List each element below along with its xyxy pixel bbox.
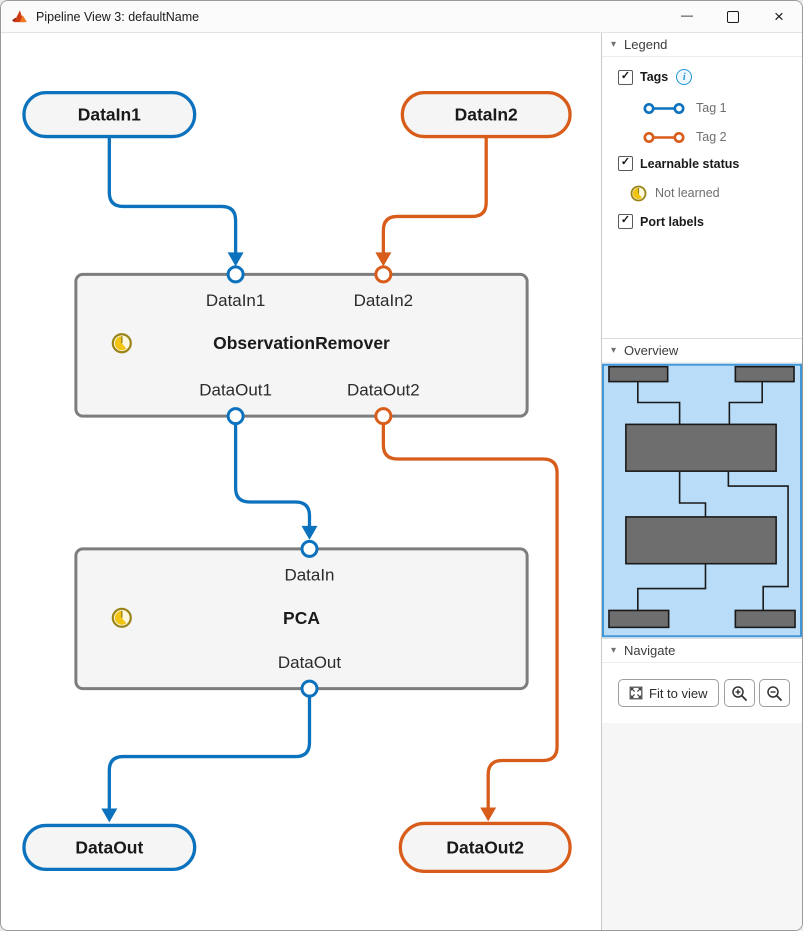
minimize-icon: — [681,7,693,22]
node-dataout2[interactable] [398,821,572,873]
minimize-button[interactable]: — [664,2,710,32]
port-label-datain: DataIn [284,565,334,584]
block-title: ObservationRemover [213,333,390,353]
minimap-node [608,609,670,629]
edge-datain2-to-remover[interactable] [381,134,488,257]
minimap-node [734,609,796,629]
overview-title: Overview [624,343,679,358]
node-datain1[interactable] [22,91,197,139]
navigate-section-header[interactable]: ▾ Navigate [602,638,802,663]
check-icon: ✓ [620,156,631,168]
port-label-dataout1: DataOut1 [199,381,272,400]
chevron-down-icon: ▾ [611,345,617,356]
window-title: Pipeline View 3: defaultName [36,9,200,24]
maximize-icon [727,10,739,23]
sidebar: ▾ Legend ✓ Tags i [601,33,802,930]
node-datain2[interactable] [400,91,572,139]
close-button[interactable]: × [756,2,802,32]
not-learned-clock-icon [111,333,132,354]
overview-minimap[interactable] [602,363,802,638]
check-icon: ✓ [620,69,631,82]
port-label-dataout2: DataOut2 [347,381,420,400]
arrowhead-icon [375,252,392,267]
matlab-logo-icon [11,9,28,25]
node-dataout[interactable] [22,823,197,872]
learnable-status-label: Learnable status [640,156,740,171]
info-icon[interactable]: i [676,69,693,85]
title-bar: Pipeline View 3: defaultName — × [1,1,802,33]
port-label-datain2: DataIn2 [354,291,413,310]
fit-to-view-button[interactable]: Fit to view [618,679,719,707]
close-icon: × [774,6,784,26]
fit-to-view-label: Fit to view [649,685,708,701]
port-labels-checkbox[interactable]: ✓ [618,214,633,229]
edge-remover-to-pca[interactable] [233,422,312,530]
check-icon: ✓ [620,214,631,226]
legend-section-header[interactable]: ▾ Legend [602,33,802,57]
zoom-in-button[interactable] [724,679,755,707]
tag2-label: Tag 2 [696,130,727,144]
not-learned-clock-icon [111,607,132,628]
minimap-node [608,365,669,383]
minimap-node [734,365,795,383]
port-label-dataout: DataOut [278,653,341,672]
info-glyph: i [682,71,686,83]
chevron-down-icon: ▾ [611,645,617,656]
tag1-label: Tag 1 [696,101,727,115]
navigate-title: Navigate [624,643,676,658]
port-in-datain1[interactable] [226,265,245,284]
chevron-down-icon: ▾ [611,39,617,50]
sidebar-empty-area [602,723,802,930]
port-out-dataout2[interactable] [374,407,393,426]
legend-not-learned-item: Not learned [630,182,802,204]
navigate-body: Fit to view [602,663,802,723]
legend-body: ✓ Tags i Tag 1 [602,57,802,338]
port-in-datain2[interactable] [374,265,393,284]
not-learned-clock-icon [630,185,647,201]
edge-remover-to-dataout2[interactable] [381,422,559,811]
port-out-pca-dataout[interactable] [300,679,319,698]
zoom-in-icon [732,685,747,701]
node-datain1-label: DataIn1 [78,105,141,125]
pipeline-canvas[interactable]: DataIn1 DataIn2 DataOut DataOut2 DataIn1… [1,33,601,930]
tag2-line-icon [643,131,685,143]
arrowhead-icon [301,525,318,540]
block-observation-remover[interactable] [74,272,529,418]
tags-checkbox[interactable]: ✓ [618,69,633,85]
block-title: PCA [283,608,320,628]
tags-label: Tags [640,70,669,84]
minimap-node [625,423,777,472]
tag1-line-icon [643,102,685,114]
legend-tag1-item: Tag 1 [642,98,802,118]
edge-datain1-to-remover[interactable] [107,134,238,257]
port-in-pca-datain[interactable] [300,539,319,558]
legend-tag2-item: Tag 2 [642,127,802,147]
port-out-dataout1[interactable] [226,407,245,426]
node-dataout2-label: DataOut2 [446,837,524,857]
arrowhead-icon [227,252,244,267]
overview-section-header[interactable]: ▾ Overview [602,338,802,363]
zoom-out-button[interactable] [759,679,790,707]
node-dataout-label: DataOut [75,837,143,857]
port-label-datain1: DataIn1 [206,291,265,310]
maximize-button[interactable] [710,2,756,32]
minimap-node [625,516,777,565]
arrowhead-icon [480,807,497,822]
zoom-out-icon [767,685,782,701]
fit-to-view-icon [629,686,643,700]
learnable-status-checkbox[interactable]: ✓ [618,156,633,171]
port-labels-label: Port labels [640,214,704,229]
not-learned-label: Not learned [655,186,720,200]
arrowhead-icon [101,808,118,823]
edge-pca-to-dataout[interactable] [107,694,312,813]
legend-title: Legend [624,37,668,52]
node-datain2-label: DataIn2 [455,105,518,125]
